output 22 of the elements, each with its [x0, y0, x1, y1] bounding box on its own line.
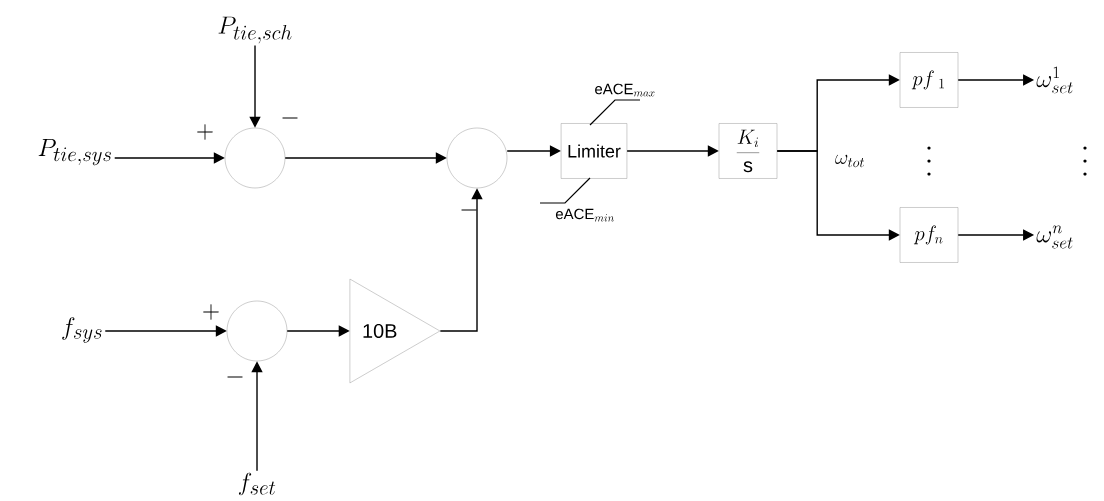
signal-label: $P_{tie,sys}$	[38, 139, 111, 166]
block-box: $pf_{n}$	[899, 207, 959, 263]
summing-junction	[224, 127, 286, 189]
signal-label: $f_{set}$	[238, 472, 276, 496]
sign-mark: $+$	[197, 124, 213, 140]
summing-junction	[446, 127, 508, 189]
block-box: Limiter	[560, 123, 628, 179]
summing-junction	[226, 300, 288, 362]
signal-label: $\omega_{set}^{n}$	[1036, 225, 1073, 249]
sign-mark: $-$	[227, 376, 243, 378]
sign-mark: $-$	[282, 117, 298, 119]
signal-label: $\omega_{set}^{1}$	[1036, 66, 1073, 94]
arrow	[506, 145, 561, 157]
limit-label: $\mathrm{eACE}_{min}$	[555, 208, 614, 222]
signal-label: $\omega_{tot}$	[835, 154, 865, 168]
sign-mark: $-$	[461, 209, 477, 211]
gain-triangle: 10B	[349, 278, 441, 384]
block-box: $pf_{\ 1}$	[899, 52, 959, 108]
signal-label: $f_{sys}$	[62, 317, 102, 343]
block-box: $\frac{K_i}{\mathrm{s}}$	[718, 123, 778, 179]
signal-label: $P_{tie,sch}$	[218, 16, 292, 44]
limit-label: $\mathrm{eACE}_{max}$	[595, 83, 655, 97]
